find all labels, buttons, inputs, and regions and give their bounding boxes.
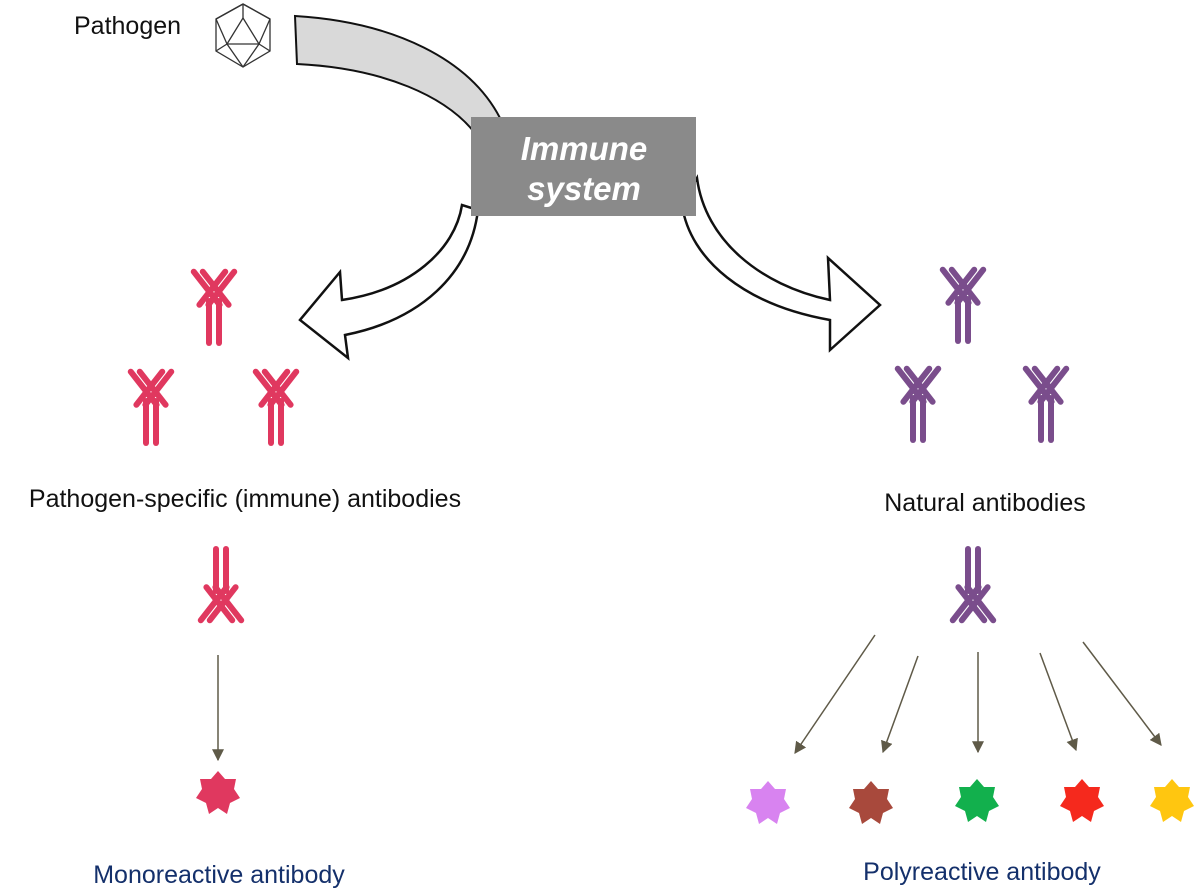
antigen-star-icon (849, 781, 893, 824)
antibody-icon (893, 364, 943, 443)
antigen-star-icon (955, 779, 999, 822)
pathogen-input-arrow (293, 14, 502, 142)
antibody-icon (126, 367, 176, 446)
right-output-arrow (680, 174, 882, 353)
antibody-icon (938, 265, 988, 344)
immune-label-line2: system (527, 170, 641, 207)
antigen-star-icon (196, 771, 240, 814)
pathogen-label: Pathogen (74, 12, 181, 40)
poly-binding-arrow (1082, 641, 1162, 746)
natural-antibody-cluster (893, 265, 1071, 443)
pathogen-icosahedron-icon (215, 3, 271, 68)
poly-binding-arrow (1039, 652, 1078, 752)
left-output-arrow (298, 203, 480, 361)
polyreactive-label: Polyreactive antibody (863, 858, 1101, 886)
poly-binding-arrow (881, 655, 919, 754)
specific-antibody-cluster (126, 267, 301, 446)
immune-system-box (471, 117, 696, 216)
antibody-icon (189, 267, 239, 346)
antibody-icon (1021, 364, 1071, 443)
natural-antibodies-label: Natural antibodies (884, 489, 1086, 517)
polyreactive-antibody-icon (948, 546, 998, 625)
antigen-star-icon (1150, 779, 1194, 822)
binding-arrows (212, 634, 1162, 762)
monoreactive-antibody-icon (196, 546, 246, 625)
antibody-icon (251, 367, 301, 446)
poly-binding-arrow (794, 634, 876, 754)
monoreactive-label: Monoreactive antibody (93, 861, 345, 889)
immune-label-line1: Immune (521, 130, 648, 167)
specific-antibodies-label: Pathogen-specific (immune) antibodies (29, 485, 461, 513)
antigen-star-icon (746, 781, 790, 824)
antigen-star-icon (1060, 779, 1104, 822)
